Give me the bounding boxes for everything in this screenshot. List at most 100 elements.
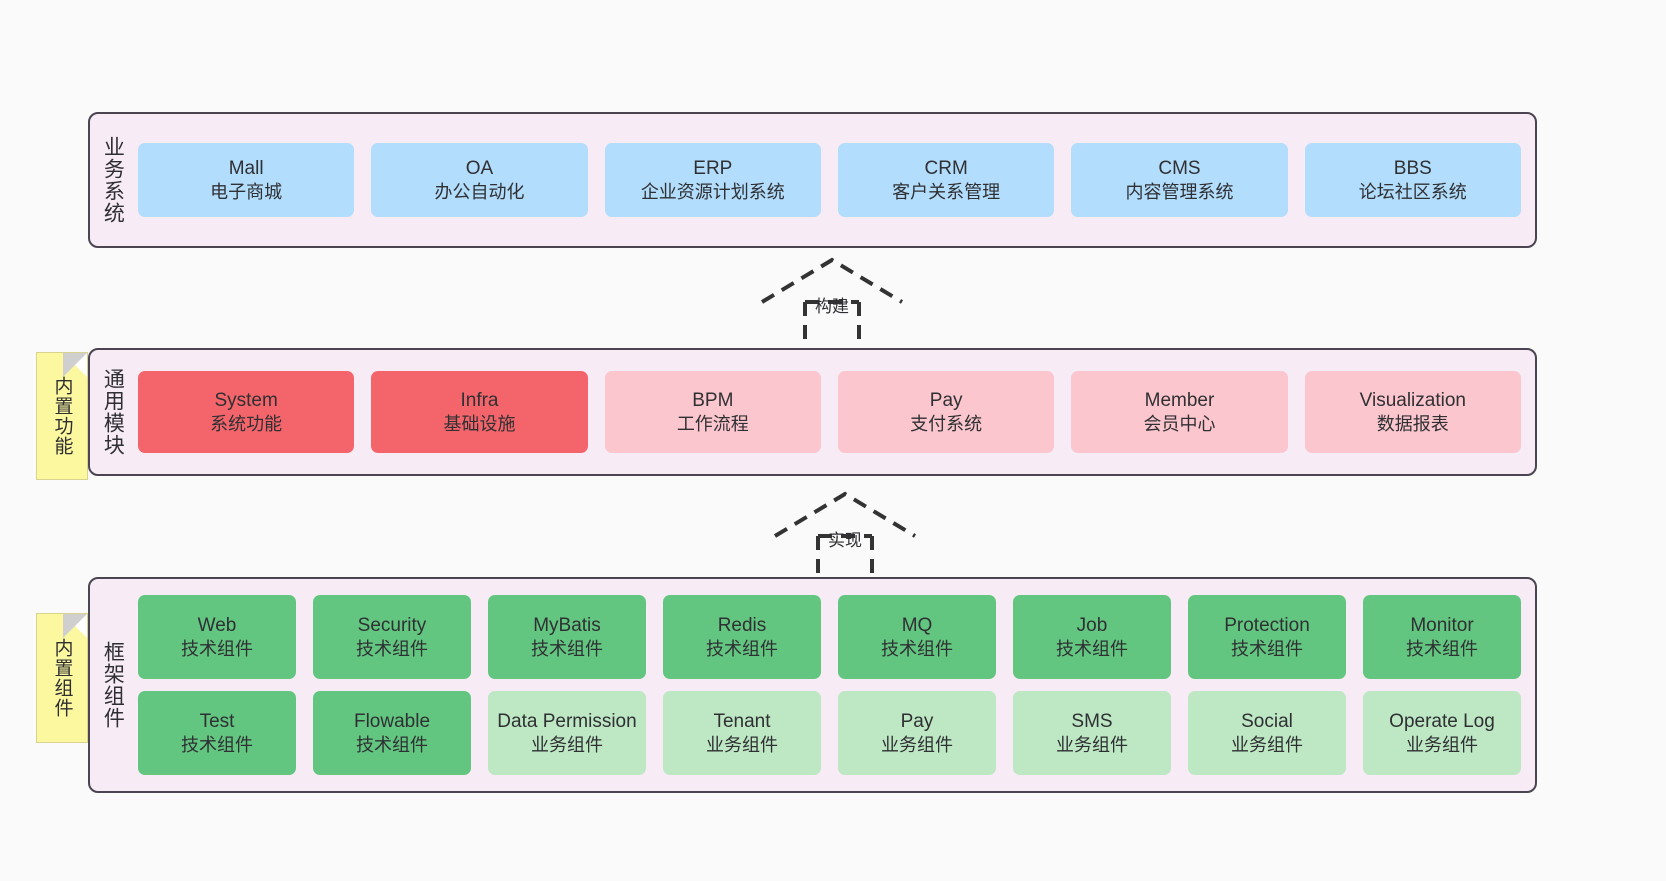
node-desc: 会员中心 [1143,413,1216,434]
node-protection[interactable]: Protection 技术组件 [1188,595,1346,679]
node-desc: 技术组件 [706,638,778,659]
node-pay-component[interactable]: Pay 业务组件 [838,691,996,775]
node-tenant[interactable]: Tenant 业务组件 [663,691,821,775]
node-name: Social [1241,710,1293,732]
node-desc: 技术组件 [356,734,428,755]
node-name: Job [1076,614,1108,636]
node-name: Pay [900,710,934,732]
layer-body-framework-components: Web 技术组件 Security 技术组件 MyBatis 技术组件 Redi… [134,579,1535,791]
node-desc: 业务组件 [1056,734,1128,755]
node-mall[interactable]: Mall 电子商城 [138,143,355,217]
node-desc: 工作流程 [676,413,749,434]
layer-body-business-systems: Mall 电子商城 OA 办公自动化 ERP 企业资源计划系统 CRM 客户关系… [134,114,1535,246]
node-desc: 技术组件 [1056,638,1128,659]
node-desc: 支付系统 [910,413,983,434]
node-desc: 电子商城 [210,181,283,202]
node-system[interactable]: System 系统功能 [138,371,355,453]
node-desc: 内容管理系统 [1125,181,1234,202]
note-builtin-features: 内置功能 [36,352,88,480]
connector-implement: 实现 [770,490,920,578]
note-label: 内置功能 [51,376,73,456]
node-name: Protection [1224,614,1310,636]
node-name: Pay [929,389,963,411]
node-name: Security [357,614,427,636]
node-name: BBS [1393,157,1432,179]
node-name: MyBatis [533,614,601,636]
layer-body-common-modules: System 系统功能 Infra 基础设施 BPM 工作流程 Pay 支付系统… [134,350,1535,474]
node-desc: 业务组件 [706,734,778,755]
node-sms[interactable]: SMS 业务组件 [1013,691,1171,775]
node-flowable[interactable]: Flowable 技术组件 [313,691,471,775]
node-desc: 技术组件 [881,638,953,659]
node-name: ERP [693,157,733,179]
node-desc: 办公自动化 [434,181,525,202]
node-name: Web [197,614,237,636]
node-desc: 技术组件 [181,734,253,755]
layer-business-systems: 业务系统 Mall 电子商城 OA 办公自动化 ERP 企业资源计划系统 CRM… [88,112,1537,248]
connector-implement-label: 实现 [828,531,862,550]
node-desc: 企业资源计划系统 [640,181,785,202]
node-security[interactable]: Security 技术组件 [313,595,471,679]
layer-row: System 系统功能 Infra 基础设施 BPM 工作流程 Pay 支付系统… [138,371,1521,453]
node-name: Mall [228,157,264,179]
connector-implement-arrow [773,491,917,578]
layer-title-framework-components: 框架组件 [101,641,125,729]
node-name: CMS [1158,157,1201,179]
node-mq[interactable]: MQ 技术组件 [838,595,996,679]
layer-common-modules: 通用模块 System 系统功能 Infra 基础设施 BPM 工作流程 Pay… [88,348,1537,476]
node-name: System [214,389,278,411]
node-desc: 业务组件 [1231,734,1303,755]
node-cms[interactable]: CMS 内容管理系统 [1071,143,1288,217]
node-redis[interactable]: Redis 技术组件 [663,595,821,679]
node-erp[interactable]: ERP 企业资源计划系统 [604,143,821,217]
node-name: CRM [924,157,968,179]
node-operate-log[interactable]: Operate Log 业务组件 [1363,691,1521,775]
node-infra[interactable]: Infra 基础设施 [371,371,588,453]
node-visualization[interactable]: Visualization 数据报表 [1304,371,1521,453]
node-desc: 技术组件 [1231,638,1303,659]
node-desc: 技术组件 [181,638,253,659]
layer-title-common-modules: 通用模块 [101,368,125,456]
node-desc: 客户关系管理 [892,181,1001,202]
node-name: Redis [717,614,767,636]
note-label: 内置组件 [51,638,73,718]
node-member[interactable]: Member 会员中心 [1071,371,1288,453]
layer-title-business-systems: 业务系统 [101,136,125,224]
node-name: Infra [460,389,499,411]
node-monitor[interactable]: Monitor 技术组件 [1363,595,1521,679]
node-name: MQ [901,614,933,636]
layer-framework-components: 框架组件 Web 技术组件 Security 技术组件 MyBatis 技术组件… [88,577,1537,793]
node-name: Data Permission [497,710,637,732]
node-job[interactable]: Job 技术组件 [1013,595,1171,679]
node-name: Visualization [1359,389,1466,411]
node-bpm[interactable]: BPM 工作流程 [604,371,821,453]
node-name: Member [1144,389,1215,411]
node-social[interactable]: Social 业务组件 [1188,691,1346,775]
node-desc: 基础设施 [443,413,516,434]
node-name: SMS [1071,710,1113,732]
node-crm[interactable]: CRM 客户关系管理 [837,143,1055,217]
layer-row: Mall 电子商城 OA 办公自动化 ERP 企业资源计划系统 CRM 客户关系… [138,143,1521,217]
node-pay[interactable]: Pay 支付系统 [837,371,1055,453]
node-data-permission[interactable]: Data Permission 业务组件 [488,691,646,775]
node-desc: 业务组件 [531,734,603,755]
layer-row: Test 技术组件 Flowable 技术组件 Data Permission … [138,691,1521,775]
node-name: BPM [692,389,734,411]
node-name: Flowable [353,710,431,732]
node-desc: 技术组件 [1406,638,1478,659]
node-oa[interactable]: OA 办公自动化 [371,143,588,217]
node-web[interactable]: Web 技术组件 [138,595,296,679]
node-bbs[interactable]: BBS 论坛社区系统 [1304,143,1521,217]
node-name: Monitor [1410,614,1474,636]
node-desc: 系统功能 [210,413,283,434]
note-builtin-components: 内置组件 [36,613,88,743]
connector-build-label: 构建 [815,297,849,316]
node-desc: 技术组件 [356,638,428,659]
node-mybatis[interactable]: MyBatis 技术组件 [488,595,646,679]
node-test[interactable]: Test 技术组件 [138,691,296,775]
connector-build-arrow [760,257,904,344]
connector-build: 构建 [757,256,907,344]
node-name: OA [465,157,494,179]
node-name: Tenant [713,710,771,732]
